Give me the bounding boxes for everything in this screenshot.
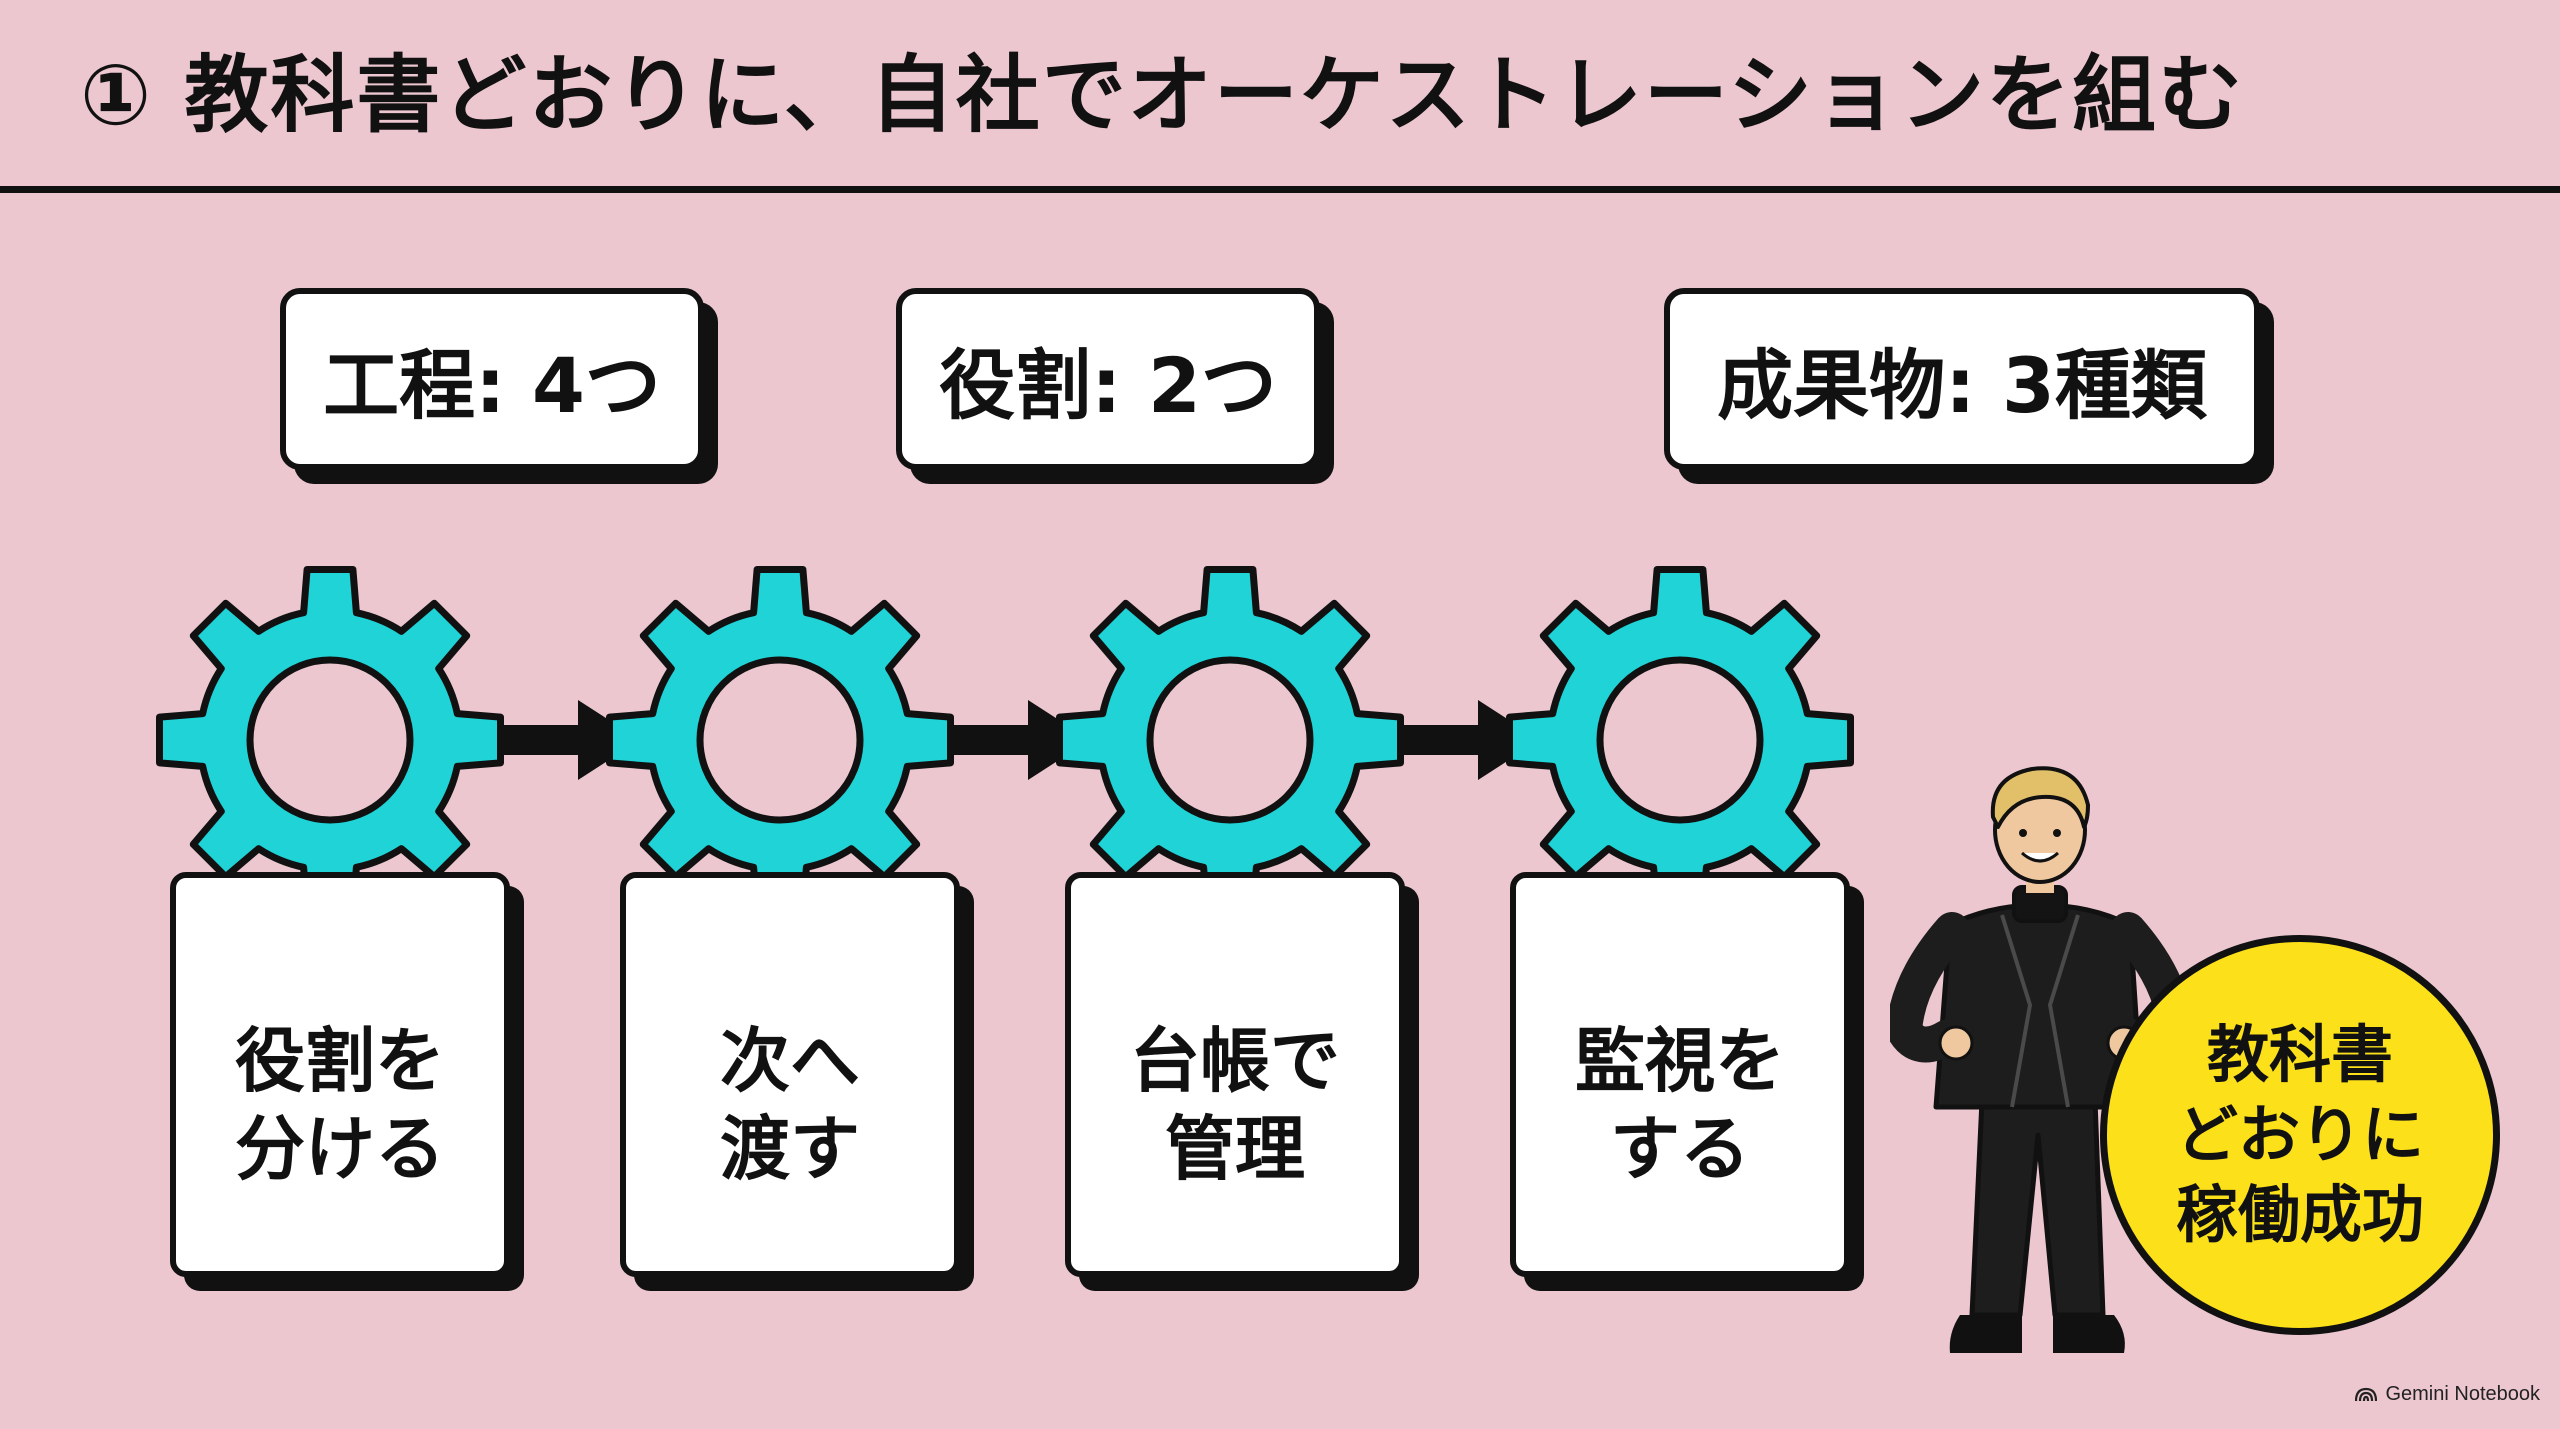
gear-icon (1506, 566, 1854, 914)
step-text-line1: 台帳で (1130, 1019, 1340, 1102)
watermark: Gemini Notebook (2355, 1379, 2540, 1409)
stat-label: 成果物: 3種類 (1717, 341, 2207, 430)
gear-icon (1056, 566, 1404, 914)
gear-icon (606, 566, 954, 914)
notebook-logo-icon (2355, 1387, 2378, 1402)
stat-label: 工程: 4つ (323, 341, 661, 430)
step-text-line2: 分ける (235, 1107, 445, 1190)
step-text-line1: 役割を (235, 1019, 445, 1102)
success-badge: 教科書 どおりに 稼働成功 (2100, 935, 2500, 1335)
step-card-3: 台帳で 管理 (1065, 872, 1405, 1277)
badge-text-line2: どおりに (2175, 1098, 2424, 1171)
stat-box-deliverables: 成果物: 3種類 (1664, 288, 2260, 470)
step-text-line1: 監視を (1575, 1019, 1785, 1102)
step-card-1: 役割を 分ける (170, 872, 510, 1277)
stat-label: 役割: 2つ (939, 341, 1277, 430)
step-card-2: 次へ 渡す (620, 872, 960, 1277)
stat-box-roles: 役割: 2つ (896, 288, 1320, 470)
page-title: ① 教科書どおりに、自社でオーケストレーションを組む (80, 46, 2245, 144)
watermark-text: Gemini Notebook (2385, 1382, 2540, 1405)
title-divider (0, 186, 2560, 193)
badge-text-line1: 教科書 (2206, 1018, 2393, 1091)
step-card-4: 監視を する (1510, 872, 1850, 1277)
gear-icon (156, 566, 504, 914)
step-text-line1: 次へ (720, 1019, 860, 1102)
stat-box-steps: 工程: 4つ (280, 288, 704, 470)
step-text-line2: する (1610, 1107, 1750, 1190)
step-text-line2: 渡す (720, 1107, 860, 1190)
person-illustration (1890, 766, 2190, 1353)
step-text-line2: 管理 (1165, 1107, 1305, 1190)
badge-text-line3: 稼働成功 (2175, 1178, 2424, 1251)
